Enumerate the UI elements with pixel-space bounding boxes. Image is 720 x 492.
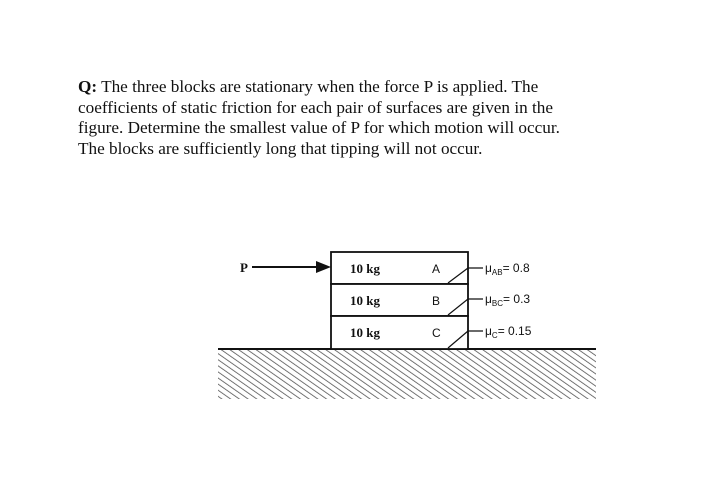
- friction-bc-leader: [447, 298, 483, 316]
- ground-hatch: [218, 349, 596, 399]
- force-label: P: [240, 260, 248, 275]
- question-label: Q:: [78, 77, 98, 96]
- block-b-letter: B: [432, 294, 440, 308]
- block-c: [330, 315, 469, 350]
- block-a-letter: A: [432, 262, 440, 276]
- friction-c-symbol: μ: [485, 324, 492, 338]
- friction-c-label: μC= 0.15: [485, 324, 532, 340]
- block-b: [330, 283, 469, 317]
- question-line-1-text: The three blocks are stationary when the…: [97, 77, 539, 96]
- force-arrow-head-icon: [316, 261, 331, 273]
- friction-bc-label: μBC= 0.3: [485, 292, 530, 308]
- block-c-mass: 10 kg: [350, 325, 380, 340]
- friction-c-value: = 0.15: [498, 324, 532, 338]
- question-text: Q: The three blocks are stationary when …: [78, 77, 678, 159]
- friction-ab-sub: AB: [492, 268, 503, 277]
- block-a-mass: 10 kg: [350, 261, 380, 276]
- question-line-2: coefficients of static friction for each…: [78, 97, 553, 117]
- question-line-4: The blocks are sufficiently long that ti…: [78, 138, 483, 158]
- question-line-1: Q: The three blocks are stationary when …: [78, 77, 678, 98]
- block-b-mass: 10 kg: [350, 293, 380, 308]
- block-c-letter: C: [432, 326, 441, 340]
- friction-bc-sub: BC: [492, 299, 503, 308]
- friction-bc-symbol: μ: [485, 292, 492, 306]
- friction-c-leader: [447, 330, 483, 349]
- friction-ab-symbol: μ: [485, 261, 492, 275]
- friction-ab-value: = 0.8: [503, 261, 530, 275]
- friction-ab-label: μAB= 0.8: [485, 261, 530, 277]
- friction-bc-value: = 0.3: [503, 292, 530, 306]
- friction-c-sub: C: [492, 331, 498, 340]
- question-line-3: figure. Determine the smallest value of …: [78, 118, 560, 137]
- friction-ab-leader: [447, 267, 483, 284]
